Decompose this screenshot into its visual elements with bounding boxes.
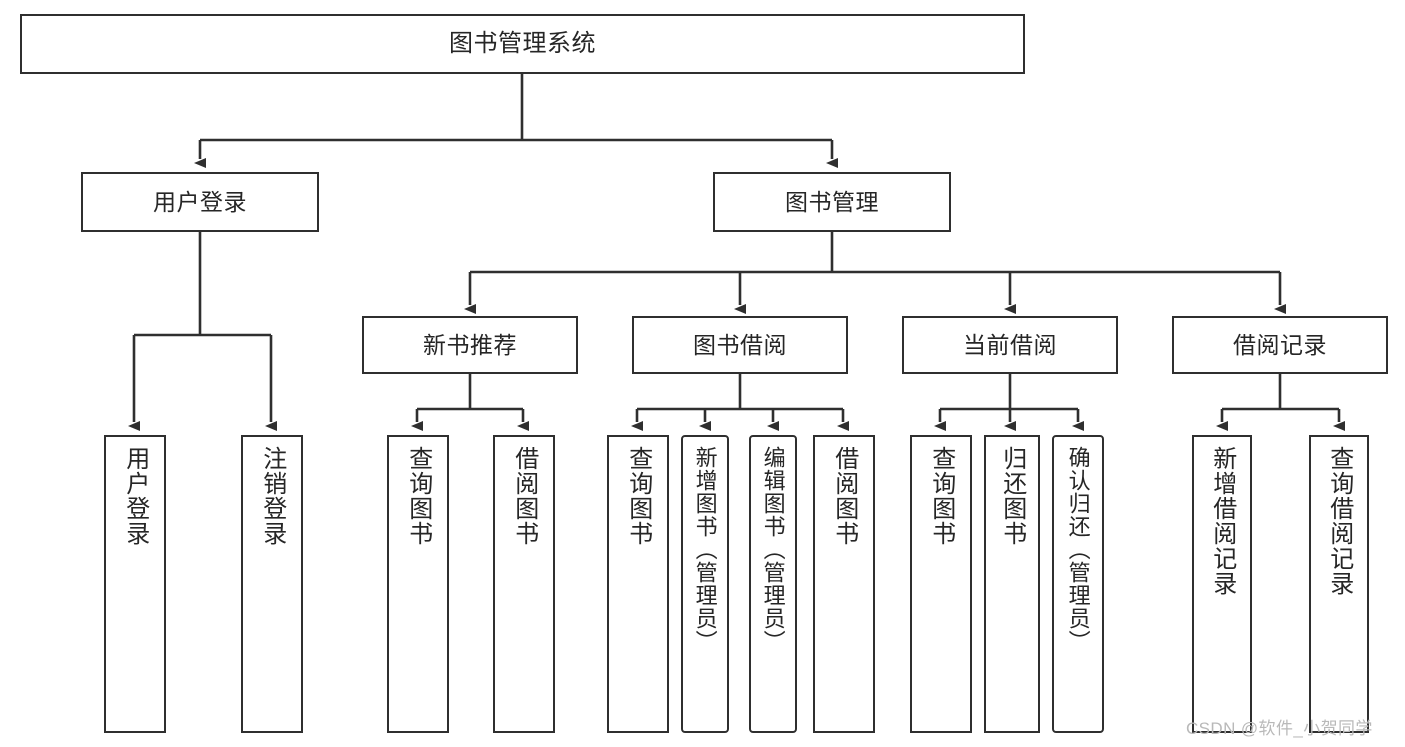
node-current-borrow-label: 当前借阅	[963, 331, 1057, 358]
watermark: CSDN @软件_小贺同学	[1186, 719, 1373, 738]
leaf-user-login[interactable]: 用户登录	[104, 435, 166, 733]
node-current-borrow[interactable]: 当前借阅	[902, 316, 1118, 374]
leaf-confirm-return-label: 确认归还（管理员）	[1065, 446, 1091, 653]
node-book-borrow[interactable]: 图书借阅	[632, 316, 848, 374]
leaf-user-login-label: 用户登录	[121, 446, 149, 546]
leaf-add-record-label: 新增借阅记录	[1208, 446, 1236, 596]
node-root-label: 图书管理系统	[449, 30, 596, 58]
leaf-borrow-book-2-label: 借阅图书	[830, 446, 858, 546]
node-user-login[interactable]: 用户登录	[81, 172, 319, 232]
leaf-query-record[interactable]: 查询借阅记录	[1309, 435, 1369, 733]
node-user-login-label: 用户登录	[153, 188, 247, 215]
node-borrow-record[interactable]: 借阅记录	[1172, 316, 1388, 374]
leaf-borrow-book-1-label: 借阅图书	[510, 446, 538, 546]
leaf-logout-label: 注销登录	[258, 446, 286, 546]
node-new-book-rec[interactable]: 新书推荐	[362, 316, 578, 374]
node-root[interactable]: 图书管理系统	[20, 14, 1025, 74]
leaf-query-book-1-label: 查询图书	[404, 446, 432, 546]
leaf-add-book[interactable]: 新增图书（管理员）	[681, 435, 729, 733]
node-new-book-rec-label: 新书推荐	[423, 331, 517, 358]
leaf-borrow-book-1[interactable]: 借阅图书	[493, 435, 555, 733]
leaf-query-book-3[interactable]: 查询图书	[910, 435, 972, 733]
leaf-edit-book-label: 编辑图书（管理员）	[760, 446, 786, 653]
leaf-logout[interactable]: 注销登录	[241, 435, 303, 733]
node-borrow-record-label: 借阅记录	[1233, 331, 1327, 358]
node-book-manage[interactable]: 图书管理	[713, 172, 951, 232]
leaf-query-book-1[interactable]: 查询图书	[387, 435, 449, 733]
leaf-query-book-2[interactable]: 查询图书	[607, 435, 669, 733]
leaf-query-record-label: 查询借阅记录	[1325, 446, 1353, 596]
leaf-query-book-2-label: 查询图书	[624, 446, 652, 546]
leaf-return-book[interactable]: 归还图书	[984, 435, 1040, 733]
node-book-borrow-label: 图书借阅	[693, 331, 787, 358]
leaf-return-book-label: 归还图书	[998, 446, 1026, 546]
leaf-add-book-label: 新增图书（管理员）	[692, 446, 718, 653]
leaf-add-record[interactable]: 新增借阅记录	[1192, 435, 1252, 733]
leaf-confirm-return[interactable]: 确认归还（管理员）	[1052, 435, 1104, 733]
leaf-borrow-book-2[interactable]: 借阅图书	[813, 435, 875, 733]
leaf-query-book-3-label: 查询图书	[927, 446, 955, 546]
leaf-edit-book[interactable]: 编辑图书（管理员）	[749, 435, 797, 733]
node-book-manage-label: 图书管理	[785, 188, 879, 215]
